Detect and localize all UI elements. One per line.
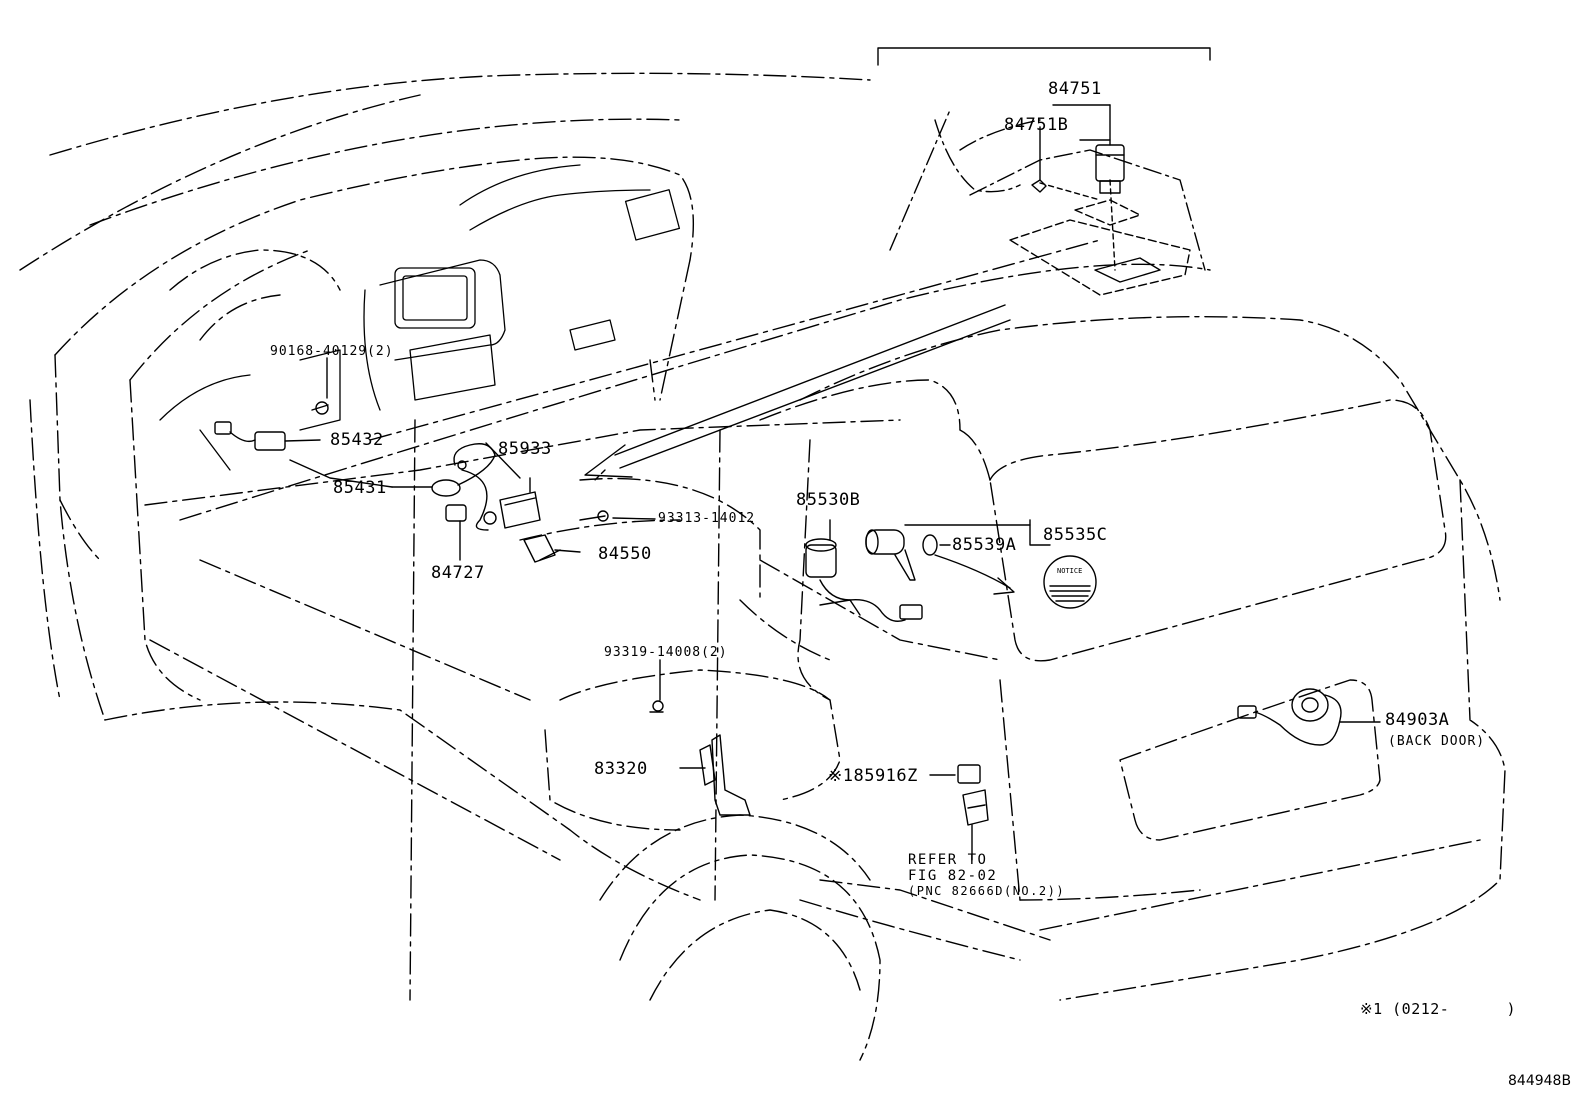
refer-to-line-3: (PNC 82666D(NO.2)) xyxy=(908,884,1066,898)
dashboard-details xyxy=(159,164,681,471)
back-door-note: (BACK DOOR) xyxy=(1388,734,1486,749)
part-label-85530b: 85530B xyxy=(796,490,861,510)
notice-label-text: NOTICE xyxy=(1057,567,1083,575)
relay-185916z xyxy=(929,764,989,861)
part-label-85539a: 85539A xyxy=(952,535,1017,555)
screw-93319 xyxy=(649,659,664,713)
screw-90168 xyxy=(311,357,329,415)
cap-85539a xyxy=(922,534,951,556)
harness-85431 xyxy=(391,443,496,531)
switch-84751 xyxy=(1079,139,1125,194)
connector-84550 xyxy=(523,534,581,563)
vehicle-outline xyxy=(19,72,1506,1061)
notice-label-arrow xyxy=(934,554,1015,595)
part-label-85431: 85431 xyxy=(333,478,387,498)
part-label-85535c: 85535C xyxy=(1043,525,1108,545)
connector-85432 xyxy=(214,421,321,451)
part-label-84727: 84727 xyxy=(431,563,485,583)
screw-93313 xyxy=(579,510,656,522)
refer-to-line-1: REFER TO xyxy=(908,852,988,868)
outlet-85535c xyxy=(865,519,1051,581)
leader-lines xyxy=(289,104,1111,488)
part-label-83320: 83320 xyxy=(594,759,648,779)
part-label-85432: 85432 xyxy=(330,430,384,450)
part-label-84550: 84550 xyxy=(598,544,652,564)
location-arrow xyxy=(584,304,1011,478)
part-label-84903a: 84903A xyxy=(1385,710,1450,730)
part-label-84751b: 84751B xyxy=(1004,115,1069,135)
part-label-90168-40129: 90168-40129(2) xyxy=(270,344,394,359)
notice-label xyxy=(1043,555,1097,609)
clip-84751b xyxy=(1031,179,1047,193)
console-inset xyxy=(877,47,1211,296)
socket-85530b xyxy=(805,519,923,622)
relay-84727 xyxy=(445,504,467,561)
lamp-84903a xyxy=(1237,688,1381,746)
bracket-83320 xyxy=(679,734,751,816)
refer-to-line-2: FIG 82-02 xyxy=(908,868,998,884)
part-label-93313-14012: 93313-14012 xyxy=(658,511,756,526)
part-label-93319-14008: 93319-14008(2) xyxy=(604,645,728,660)
applicability-note: ※1 (0212- ) xyxy=(1360,1000,1517,1018)
part-label-185916z: ※185916Z xyxy=(828,766,918,786)
part-label-84751: 84751 xyxy=(1048,79,1102,99)
part-label-85933: 85933 xyxy=(498,439,552,459)
figure-id: 844948B xyxy=(1508,1073,1572,1089)
module-85933 xyxy=(483,477,541,529)
